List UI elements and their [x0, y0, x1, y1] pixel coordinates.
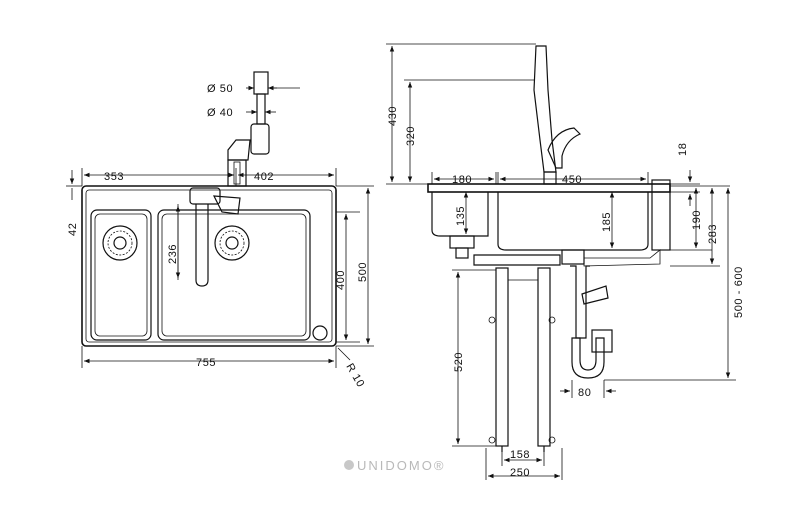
label-right-width: 450 — [562, 174, 582, 186]
label-left-offset: 353 — [104, 171, 124, 183]
side-view: 430 320 180 450 18 135 185 190 283 500 -… — [386, 43, 745, 480]
p-trap — [571, 337, 605, 379]
faucet-top — [189, 187, 241, 287]
label-depth-total: 500 — [357, 262, 369, 282]
watermark: UNIDOMO® — [344, 458, 445, 473]
label-trap-width: 80 — [578, 387, 591, 399]
label-leg-width: 158 — [510, 449, 530, 461]
right-bowl — [157, 209, 311, 341]
overflow-hole — [312, 325, 328, 341]
faucet-side — [533, 45, 582, 185]
label-drain-190: 190 — [691, 210, 703, 230]
label-leg-height: 520 — [453, 352, 465, 372]
label-cabinet-range: 500 - 600 — [733, 266, 745, 318]
label-left-depth: 180 — [452, 174, 472, 186]
label-tap-height-total: 430 — [387, 106, 399, 126]
label-right-offset: 402 — [254, 171, 274, 183]
legs — [488, 267, 556, 452]
right-bowl-side — [497, 192, 649, 251]
label-corner-radius: R 10 — [343, 362, 366, 390]
label-tap-height-spout: 320 — [405, 126, 417, 146]
label-faucet-reach: 236 — [167, 244, 179, 264]
label-width-total: 755 — [196, 357, 216, 369]
left-bowl-side — [431, 192, 489, 237]
label-drain-283: 283 — [707, 224, 719, 244]
left-drain — [102, 225, 138, 261]
label-bowl-depth-right: 185 — [601, 212, 613, 232]
sink-outline — [81, 185, 337, 347]
label-bowl-depth-left: 135 — [455, 206, 467, 226]
watermark-text: UNIDOMO® — [357, 458, 445, 473]
label-rim-thickness: 18 — [677, 143, 689, 156]
watermark-logo-icon — [344, 460, 354, 470]
label-pipe-outer: Ø 50 — [207, 83, 233, 95]
label-pipe-inner: Ø 40 — [207, 107, 233, 119]
pipe-assembly — [227, 71, 270, 187]
top-view: Ø 50 Ø 40 353 402 42 236 400 500 755 R 1… — [66, 71, 374, 390]
left-bowl — [90, 209, 152, 341]
label-base-width: 250 — [510, 467, 530, 479]
label-edge-offset: 42 — [67, 223, 79, 236]
right-drain — [214, 225, 250, 261]
label-depth-inner: 400 — [335, 270, 347, 290]
